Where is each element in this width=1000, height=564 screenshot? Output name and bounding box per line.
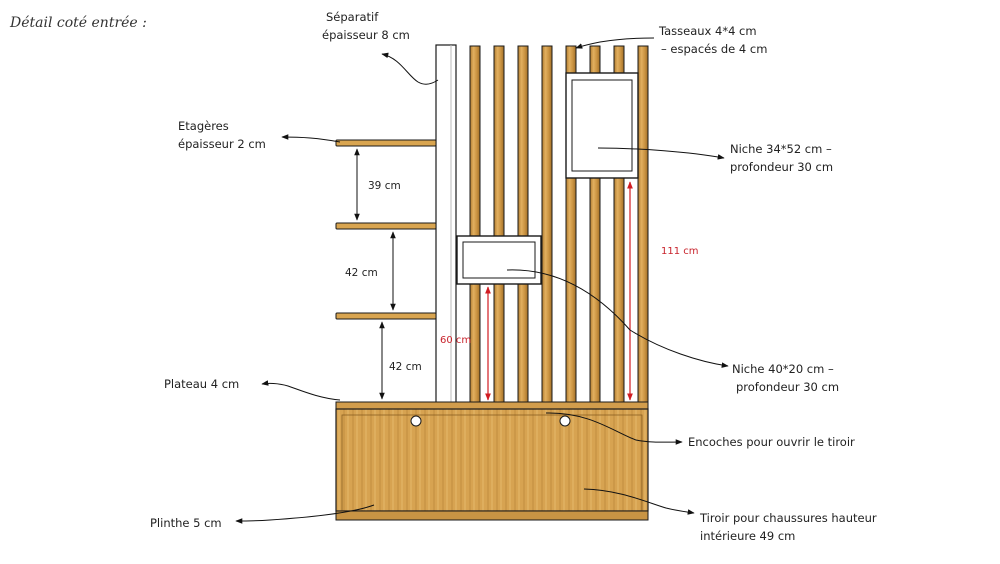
label-niche-large-2: profondeur 30 cm — [730, 160, 833, 174]
label-separatif-1: Séparatif — [326, 10, 379, 24]
shelf — [335, 139, 437, 147]
batten — [541, 45, 553, 404]
shelf — [335, 222, 437, 230]
dim-label-42-mid: 42 cm — [345, 267, 378, 279]
leader-etageres — [281, 134, 341, 143]
shelf — [335, 312, 437, 320]
label-niche-small-2: profondeur 30 cm — [736, 380, 839, 394]
dim-label-111: 111 cm — [661, 246, 699, 257]
drawer-notch — [559, 415, 571, 427]
batten — [517, 45, 529, 404]
label-plinthe: Plinthe 5 cm — [150, 516, 222, 530]
leader-tiroir — [583, 488, 695, 515]
drawer-box — [335, 408, 649, 512]
label-tasseaux-1: Tasseaux 4*4 cm — [658, 24, 757, 38]
drawer-notch — [410, 415, 422, 427]
top-plate — [335, 401, 649, 410]
dim-label-39: 39 cm — [368, 180, 401, 192]
label-etageres-1: Etagères — [178, 119, 229, 133]
batten — [469, 45, 481, 404]
label-encoches: Encoches pour ouvrir le tiroir — [688, 435, 855, 449]
label-tiroir-1: Tiroir pour chaussures hauteur — [699, 511, 877, 525]
leader-encoches — [545, 412, 683, 445]
leader-plinthe — [235, 504, 375, 524]
label-tasseaux-2: – espacés de 4 cm — [661, 42, 767, 56]
shelves — [335, 139, 437, 320]
label-etageres-2: épaisseur 2 cm — [178, 137, 266, 151]
label-niche-large-1: Niche 34*52 cm – — [730, 142, 832, 156]
label-niche-small-1: Niche 40*20 cm – — [732, 362, 834, 376]
plinth — [335, 510, 649, 521]
leader-separatif — [381, 52, 439, 85]
leader-niche-large — [597, 147, 725, 160]
niche-large — [565, 72, 639, 179]
label-plateau: Plateau 4 cm — [164, 377, 239, 391]
label-separatif-2: épaisseur 8 cm — [322, 28, 410, 42]
leader-niche-small — [506, 269, 729, 368]
leader-tasseaux — [575, 37, 655, 49]
leader-plateau — [261, 380, 341, 401]
separator-panel — [435, 44, 457, 404]
batten — [493, 45, 505, 404]
niche-small — [456, 235, 542, 285]
dim-label-42-bottom: 42 cm — [389, 361, 422, 373]
label-tiroir-2: intérieure 49 cm — [700, 529, 795, 543]
page-title: Détail coté entrée : — [9, 15, 147, 31]
batten — [637, 45, 649, 404]
dim-label-60: 60 cm — [440, 335, 471, 346]
